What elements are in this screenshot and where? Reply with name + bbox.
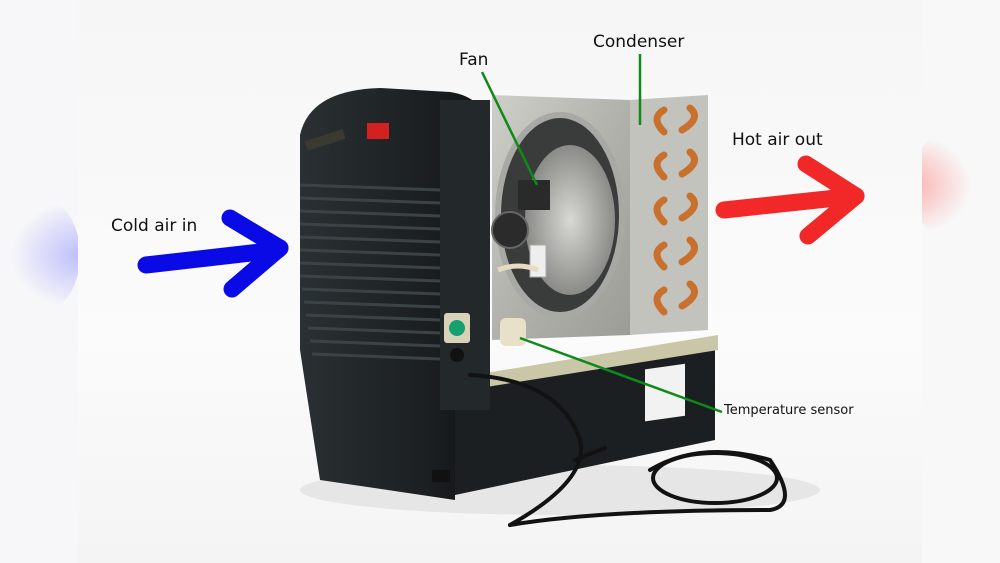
condenser-box (492, 95, 708, 340)
condenser-label: Condenser (593, 32, 685, 52)
temperature-sensor-label: Temperature sensor (724, 403, 854, 418)
left-blur-border (0, 0, 80, 563)
fan-label: Fan (459, 50, 489, 70)
hot-air-out-label: Hot air out (732, 130, 823, 150)
temperature-display (367, 123, 389, 139)
cold-air-arrow-icon (137, 209, 289, 298)
fan-leader-line (480, 71, 539, 186)
power-switch-light (449, 320, 465, 336)
fuse-holder (450, 348, 464, 362)
chiller-housing (299, 88, 490, 500)
blue-glow (10, 200, 80, 310)
red-glow (912, 135, 972, 235)
fan-motor (491, 180, 550, 346)
air-vent-louvers (299, 183, 441, 361)
hot-air-arrow-icon (715, 155, 865, 245)
brand-plate (304, 129, 346, 151)
temperature-sensor-leader-line (519, 336, 723, 414)
copper-coils (653, 104, 698, 316)
power-cord (468, 373, 787, 527)
cold-air-in-label: Cold air in (111, 216, 198, 236)
foot (432, 470, 450, 482)
leader-lines (480, 54, 723, 414)
right-blur-border (912, 0, 1000, 563)
